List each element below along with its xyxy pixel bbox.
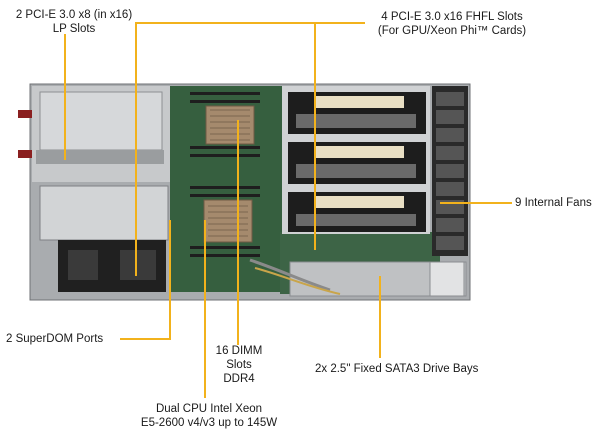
dimm-line1: 16 DIMM — [215, 345, 263, 357]
callout-fans: 9 Internal Fans — [515, 196, 592, 210]
callout-dimm: 16 DIMM Slots DDR4 — [212, 344, 266, 386]
callout-drive-bays: 2x 2.5" Fixed SATA3 Drive Bays — [315, 362, 478, 376]
callout-fhfl-slots: 4 PCI-E 3.0 x16 FHFL Slots (For GPU/Xeon… — [362, 10, 542, 38]
dimm-line2: Slots — [226, 359, 252, 371]
fhfl-line1: 4 PCI-E 3.0 x16 FHFL Slots — [381, 11, 523, 23]
fans-label: 9 Internal Fans — [515, 197, 592, 209]
drive-bays-label: 2x 2.5" Fixed SATA3 Drive Bays — [315, 363, 479, 375]
superdom-label: 2 SuperDOM Ports — [6, 333, 104, 345]
fhfl-line2: (For GPU/Xeon Phi™ Cards) — [377, 25, 527, 37]
dimm-line3: DDR4 — [223, 373, 255, 385]
leader-superdom — [120, 220, 171, 340]
lp-slots-line2: LP Slots — [52, 23, 96, 35]
callout-lp-slots: 2 PCI-E 3.0 x8 (in x16) LP Slots — [4, 8, 144, 36]
lp-slots-line1: 2 PCI-E 3.0 x8 (in x16) — [15, 9, 133, 21]
callout-cpu: Dual CPU Intel Xeon E5-2600 v4/v3 up to … — [134, 402, 284, 430]
cpu-line2: E5-2600 v4/v3 up to 145W — [140, 417, 278, 429]
leader-fhfl-slots — [135, 22, 365, 276]
cpu-line1: Dual CPU Intel Xeon — [155, 403, 263, 415]
callout-superdom: 2 SuperDOM Ports — [6, 332, 103, 346]
